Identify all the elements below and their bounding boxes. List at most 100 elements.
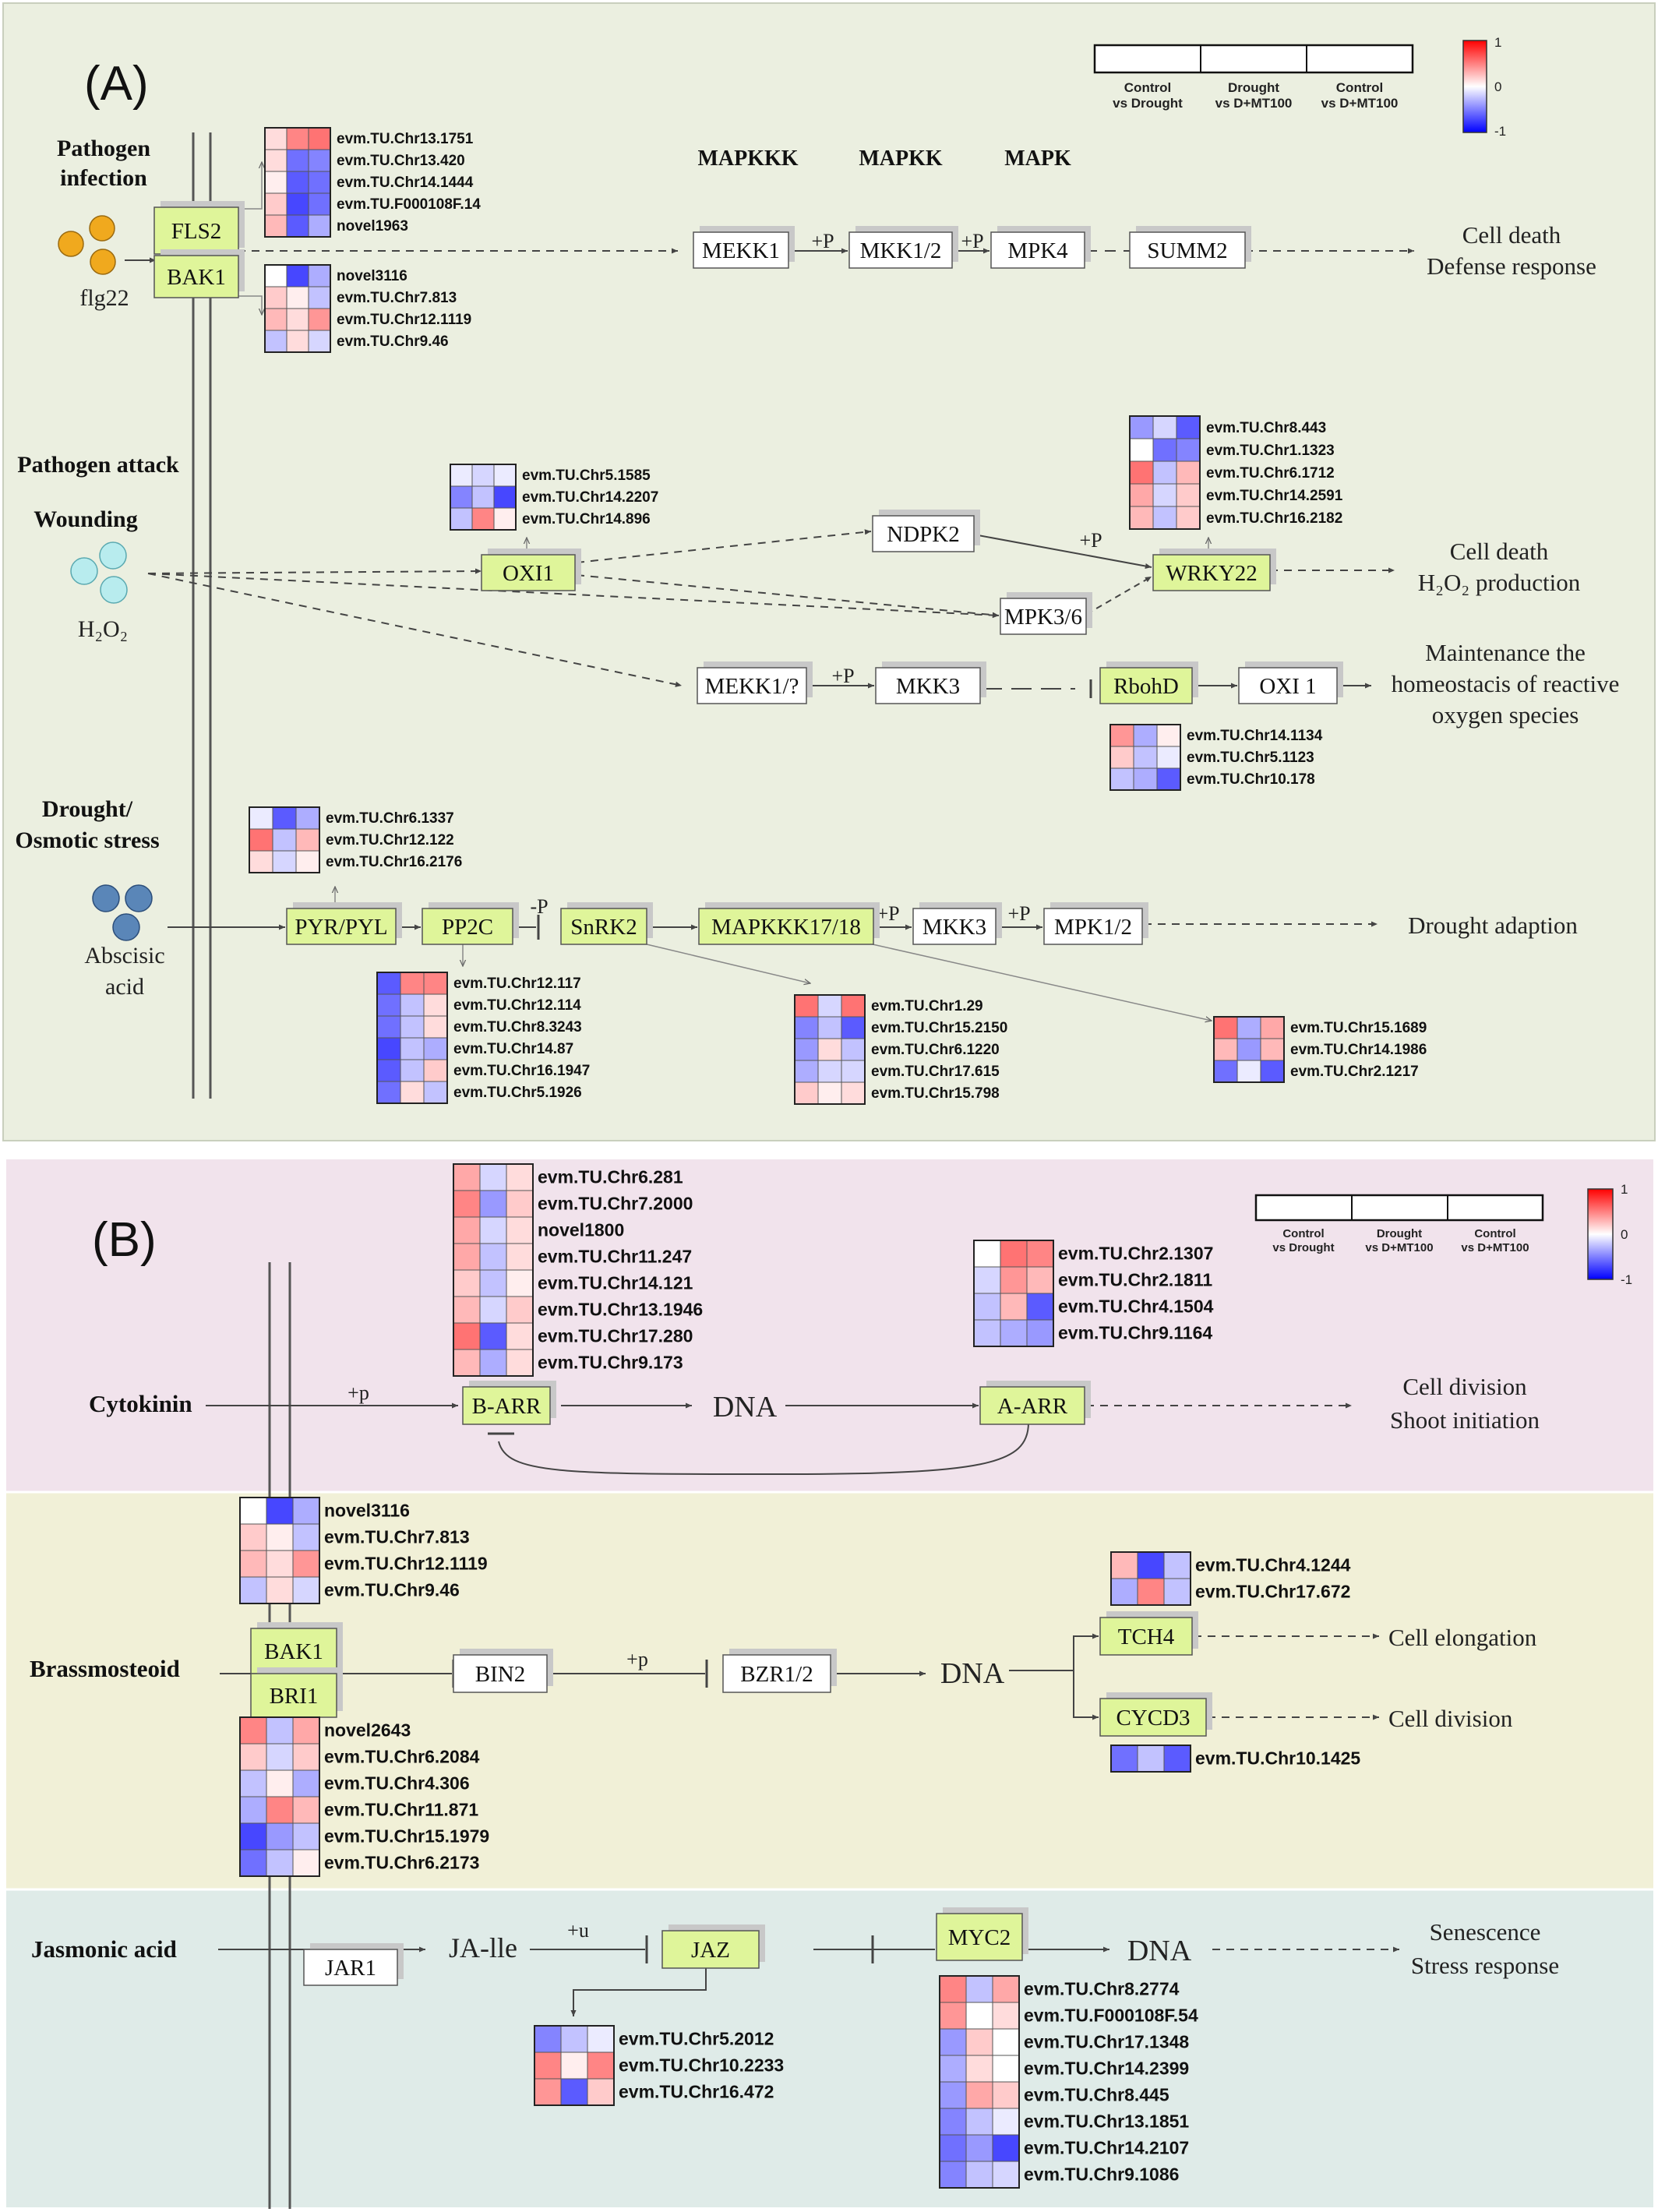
gene-label: evm.TU.Chr15.1689 xyxy=(1290,1020,1427,1036)
heatmap-cell xyxy=(1129,483,1154,507)
gene-label: evm.TU.Chr8.443 xyxy=(1206,420,1326,436)
node-label: OXI 1 xyxy=(1259,674,1316,699)
node-mapkkk1718: MAPKKK17/18 xyxy=(698,902,880,945)
heatmap-a-5: evm.TU.Chr14.1134evm.TU.Chr5.1123evm.TU.… xyxy=(1109,724,1323,791)
heatmap-cell xyxy=(453,1216,481,1244)
heatmap-cell xyxy=(1137,1551,1165,1579)
heatmap-cell xyxy=(450,485,473,509)
heatmap-cell xyxy=(1156,746,1181,769)
panel-b-label: (B) xyxy=(92,1213,157,1267)
heatmap-cell xyxy=(841,1060,866,1083)
heatmap-frame xyxy=(973,1240,1054,1347)
gene-label: evm.TU.Chr9.46 xyxy=(337,333,449,350)
gene-label: evm.TU.Chr15.1979 xyxy=(324,1826,489,1846)
gene-label: evm.TU.Chr11.871 xyxy=(324,1799,478,1819)
node-box xyxy=(453,1654,548,1693)
gene-label: evm.TU.Chr2.1307 xyxy=(1058,1243,1213,1263)
node-label: MKK3 xyxy=(922,915,986,940)
heatmap-cell xyxy=(239,1743,267,1771)
node-box xyxy=(875,667,981,704)
heatmap-cell xyxy=(286,192,309,216)
node-ndpk2: NDPK2 xyxy=(872,510,980,552)
heatmap-cell xyxy=(939,1975,967,2003)
heatmap-cell xyxy=(308,264,331,288)
heatmap-cell xyxy=(286,127,309,150)
heatmap-cell xyxy=(992,2108,1020,2136)
heatmap-cell xyxy=(992,2134,1020,2162)
heatmap-cell xyxy=(1156,724,1181,747)
heatmap-cell xyxy=(453,1190,481,1218)
heatmap-frame xyxy=(794,994,866,1105)
node-label: MEKK1/? xyxy=(705,674,799,699)
heatmap-cell xyxy=(841,1016,866,1039)
heatmap-cell xyxy=(939,2028,967,2056)
gene-label: evm.TU.Chr8.2774 xyxy=(1024,1978,1180,1999)
node-box xyxy=(697,667,807,704)
node-box xyxy=(912,908,997,945)
gene-label: evm.TU.Chr10.1425 xyxy=(1195,1748,1360,1768)
heatmap-cell xyxy=(453,1243,481,1271)
heatmap-cell xyxy=(308,286,331,309)
ja-ile: JA-lle xyxy=(449,1932,517,1963)
heatmap-cell xyxy=(400,972,425,995)
heatmap-cell xyxy=(1152,415,1177,439)
heatmap-cell xyxy=(266,1576,294,1604)
heatmap-cell xyxy=(1000,1319,1028,1347)
gene-label: evm.TU.Chr9.46 xyxy=(324,1579,460,1600)
node-label: TCH4 xyxy=(1118,1625,1175,1649)
node-box xyxy=(303,1949,398,1986)
heatmap-cell xyxy=(1133,724,1158,747)
heatmap-cell xyxy=(479,1216,507,1244)
heatmap-cell xyxy=(376,1081,401,1104)
heatmap-cell xyxy=(965,2161,993,2189)
heatmap-cell xyxy=(817,1060,842,1083)
heatmap-cell xyxy=(493,507,517,531)
heatmap-cell xyxy=(939,2108,967,2136)
heatmap-cell xyxy=(264,171,288,194)
gene-label: evm.TU.Chr17.1348 xyxy=(1024,2031,1189,2051)
gene-label: evm.TU.Chr8.3243 xyxy=(453,1019,582,1035)
heatmap-cell xyxy=(794,1016,819,1039)
scale-b-max: 1 xyxy=(1621,1182,1628,1197)
gene-label: evm.TU.Chr7.813 xyxy=(324,1526,470,1547)
heatmap-cell xyxy=(1026,1266,1054,1294)
dna-brassinosteroid: DNA xyxy=(940,1657,1005,1690)
gene-label: evm.TU.Chr6.281 xyxy=(538,1166,683,1187)
heatmap-cell xyxy=(560,2025,588,2053)
heatmap-b-1: evm.TU.Chr6.281evm.TU.Chr7.2000novel1800… xyxy=(453,1163,703,1377)
heatmap-cell xyxy=(264,214,288,238)
heatmap-cell xyxy=(264,192,288,216)
gene-label: evm.TU.Chr14.1444 xyxy=(337,175,474,191)
node-wrky22: WRKY22 xyxy=(1152,549,1276,591)
heatmap-cell xyxy=(794,994,819,1018)
heatmap-cell xyxy=(239,1849,267,1877)
heatmap-cell xyxy=(453,1296,481,1324)
node-box xyxy=(286,908,397,945)
category-wounding: Wounding xyxy=(34,506,137,532)
heatmap-cell xyxy=(249,828,273,852)
heatmap-cell xyxy=(376,1015,401,1039)
node-label: MKK1/2 xyxy=(860,238,942,263)
gene-label: evm.TU.Chr14.87 xyxy=(453,1041,573,1057)
node-bzr12: BZR1/2 xyxy=(722,1649,837,1693)
gene-label: evm.TU.Chr5.1926 xyxy=(453,1085,582,1101)
gene-label: evm.TU.F000108F.14 xyxy=(337,196,481,213)
node-fls2: FLS2 xyxy=(153,201,245,255)
heatmap-cell xyxy=(1026,1240,1054,1268)
edge-label-p1: +P xyxy=(811,230,834,252)
heatmap-cell xyxy=(506,1269,534,1297)
heatmap-cell xyxy=(266,1497,294,1525)
band-jasmonic-acid xyxy=(6,1889,1653,2207)
heatmap-cell xyxy=(1152,483,1177,507)
heatmap-a-4: evm.TU.Chr8.443evm.TU.Chr1.1323evm.TU.Ch… xyxy=(1129,415,1343,530)
band-label-brassinosteroid: Brassmosteoid xyxy=(30,1655,180,1682)
heatmap-cell xyxy=(264,330,288,353)
heatmap-a-9: evm.TU.Chr15.1689evm.TU.Chr14.1986evm.TU… xyxy=(1213,1016,1427,1083)
heatmap-cell xyxy=(587,2051,615,2080)
gene-label: evm.TU.Chr16.2176 xyxy=(326,854,462,870)
node-box xyxy=(693,231,789,269)
heatmap-cell xyxy=(817,1016,842,1039)
